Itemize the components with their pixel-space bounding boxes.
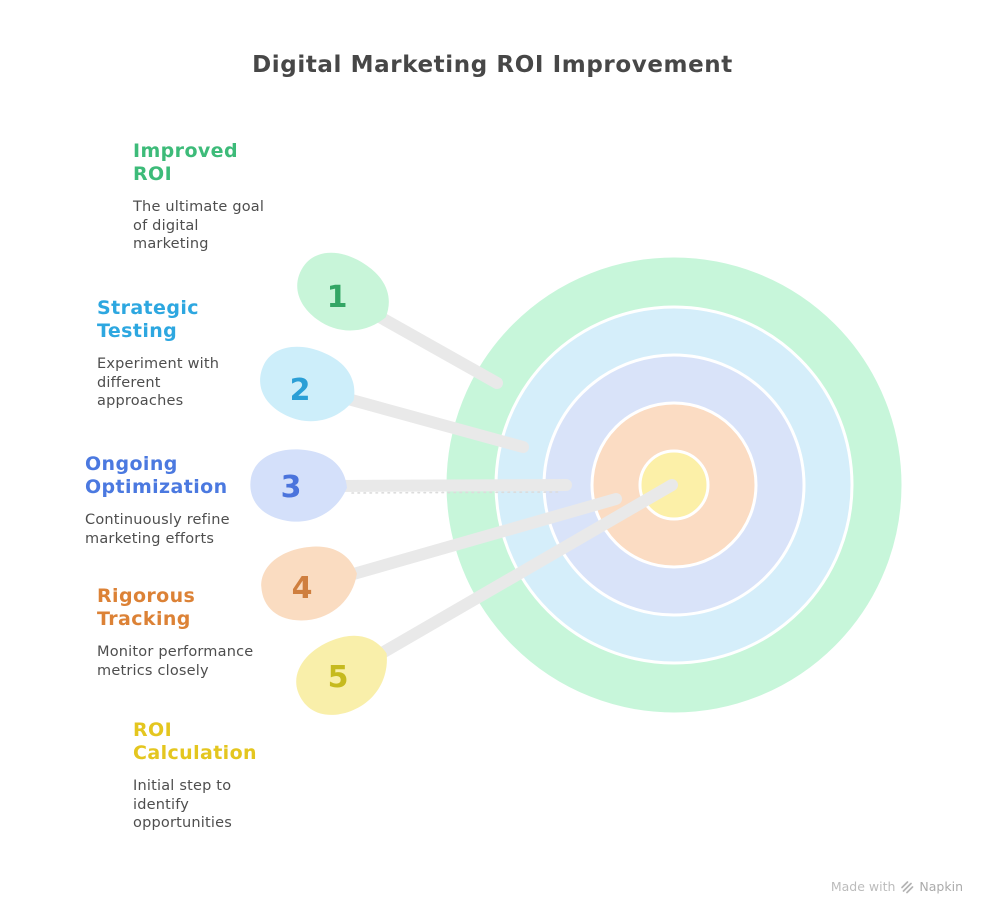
marker-blobs bbox=[250, 252, 389, 715]
connector-line-4 bbox=[344, 493, 622, 581]
marker-blob-4 bbox=[261, 546, 357, 621]
connector-line-1 bbox=[372, 310, 503, 389]
attribution: Made with Napkin bbox=[831, 879, 963, 894]
step-label-roi-calculation: ROI Calculation bbox=[133, 719, 257, 765]
step-description-roi-calculation: Initial step to identify opportunities bbox=[133, 778, 232, 832]
napkin-logo-icon bbox=[900, 880, 914, 894]
connector-lines bbox=[332, 310, 678, 659]
marker-number-3: 3 bbox=[281, 470, 302, 505]
step-label-improved-roi: Improved ROI bbox=[133, 140, 238, 186]
step-block-roi-calculation: ROI Calculation Initial step to identify… bbox=[133, 719, 257, 833]
made-with-text: Made with bbox=[830, 879, 896, 894]
step-description-rigorous-tracking: Monitor performance metrics closely bbox=[97, 644, 254, 679]
step-block-ongoing-optimization: Ongoing Optimization Continuously refine… bbox=[85, 453, 240, 548]
step-label-ongoing-optimization: Ongoing Optimization bbox=[85, 453, 228, 499]
step-block-rigorous-tracking: Rigorous Tracking Monitor performance me… bbox=[97, 585, 262, 680]
step-description-strategic-testing: Experiment with different approaches bbox=[97, 356, 220, 410]
marker-blob-2 bbox=[260, 346, 355, 422]
connector-line-5 bbox=[376, 479, 678, 659]
marker-numbers: 1 2 3 4 5 bbox=[281, 280, 349, 695]
step-description-ongoing-optimization: Continuously refine marketing efforts bbox=[85, 512, 230, 547]
marker-number-5: 5 bbox=[328, 660, 349, 695]
marker-blob-1 bbox=[297, 252, 389, 331]
napkin-brand-text: Napkin bbox=[919, 879, 963, 894]
marker-number-4: 4 bbox=[292, 571, 313, 606]
step-description-improved-roi: The ultimate goal of digital marketing bbox=[133, 199, 265, 253]
step-block-strategic-testing: Strategic Testing Experiment with differ… bbox=[97, 297, 222, 411]
marker-number-2: 2 bbox=[290, 373, 311, 408]
connector-line-3 bbox=[332, 479, 572, 492]
step-block-improved-roi: Improved ROI The ultimate goal of digita… bbox=[133, 140, 265, 254]
connector-line-3-dotted-edge bbox=[351, 491, 559, 494]
page-title: Digital Marketing ROI Improvement bbox=[252, 52, 733, 78]
step-label-strategic-testing: Strategic Testing bbox=[97, 297, 199, 343]
marker-number-1: 1 bbox=[327, 280, 348, 315]
marker-blob-5 bbox=[296, 635, 387, 715]
step-label-rigorous-tracking: Rigorous Tracking bbox=[97, 585, 196, 631]
marker-blob-3 bbox=[250, 449, 347, 522]
connector-line-2 bbox=[342, 393, 529, 453]
